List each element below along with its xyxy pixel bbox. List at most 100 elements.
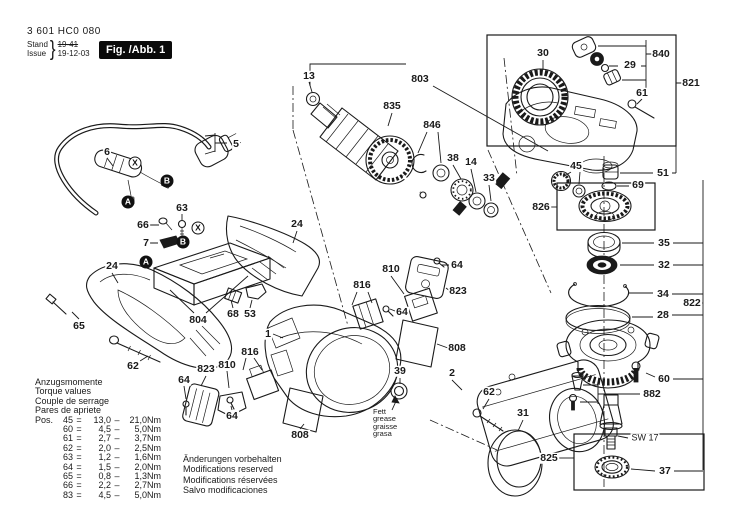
torque-max: 2,0Nm <box>134 461 161 472</box>
part-callout: 1 <box>264 327 272 340</box>
range-dash: – <box>114 414 120 425</box>
part-callout: 64 <box>450 258 464 271</box>
switch-module <box>153 242 271 306</box>
stator <box>476 359 614 467</box>
part-callout: 5 <box>232 137 240 150</box>
part-callout: 51 <box>656 166 670 179</box>
part-callout: 816 <box>352 278 372 291</box>
equals-sign: = <box>76 480 82 491</box>
power-cord <box>54 122 212 216</box>
torque-max: 1,3Nm <box>134 471 161 482</box>
torque-pos: 61 <box>62 433 73 444</box>
torque-row: Pos. 45 = 13,0 – 21,0Nm <box>35 414 161 425</box>
torque-pos-prefix <box>35 481 57 490</box>
brush-cluster-left <box>182 364 280 427</box>
part-callout: 63 <box>175 201 189 214</box>
torque-max: 3,7Nm <box>134 433 161 444</box>
label-plate-808-bottom <box>282 387 324 433</box>
part-callout: 810 <box>381 262 401 275</box>
part-callout: 62 <box>482 385 496 398</box>
grease-note-line: grasa <box>373 429 392 439</box>
grease-felt-39 <box>390 382 408 411</box>
part-callout: 846 <box>422 118 442 131</box>
torque-pos-prefix <box>35 444 57 453</box>
torque-row: 65 = 0,8 – 1,3Nm <box>35 471 161 482</box>
part-callout: 840 <box>651 47 671 60</box>
part-callout: 60 <box>657 372 671 385</box>
torque-min: 2,7 <box>98 433 111 444</box>
head-small-parts-840 <box>571 36 622 86</box>
torque-pos-prefix <box>35 491 57 500</box>
torque-max: 2,7Nm <box>134 480 161 491</box>
part-callout: 28 <box>656 308 670 321</box>
brace-glyph: } <box>49 36 56 61</box>
torque-pos-prefix: Pos. <box>35 414 54 425</box>
torque-row: 83 = 4,5 – 5,0Nm <box>35 490 161 500</box>
screw-62-left <box>108 335 161 363</box>
range-dash: – <box>114 442 120 453</box>
torque-pos-prefix <box>35 463 57 472</box>
gear-head-group-box <box>486 34 677 147</box>
part-callout: 45 <box>569 159 583 172</box>
torque-max: 21,0Nm <box>129 414 161 425</box>
handle-housing-upper <box>225 215 321 297</box>
note-line: Modifications réservées <box>183 474 278 485</box>
spindle <box>599 394 623 450</box>
screw-60 <box>631 361 641 383</box>
equals-sign: = <box>76 424 82 435</box>
equals-sign: = <box>76 452 82 463</box>
part-callout: 24 <box>105 259 119 272</box>
gear-head-housing <box>502 86 638 174</box>
torque-row: 60 = 4,5 – 5,0Nm <box>35 424 161 435</box>
part-callout: 803 <box>410 72 430 85</box>
equals-sign: = <box>76 442 82 453</box>
equals-sign: = <box>76 461 82 472</box>
torque-row: 62 = 2,0 – 2,5Nm <box>35 442 161 453</box>
screw-65 <box>45 293 67 315</box>
part-callout: 808 <box>447 341 467 354</box>
torque-max: 1,6Nm <box>134 452 161 463</box>
note-line: Salvo modificaciones <box>183 485 268 496</box>
equals-sign: = <box>76 414 82 425</box>
issue-label: Issue <box>27 49 47 58</box>
torque-pos-prefix <box>35 453 57 462</box>
torque-min: 0,8 <box>98 471 111 482</box>
part-callout: 13 <box>302 69 316 82</box>
torque-row: 61 = 2,7 – 3,7Nm <box>35 433 161 444</box>
assembly-marker: X <box>191 221 205 235</box>
part-callout: 31 <box>516 406 530 419</box>
part-callout: 808 <box>290 428 310 441</box>
torque-pos: 66 <box>62 480 73 491</box>
torque-max: 2,5Nm <box>134 442 161 453</box>
figure-label: Fig. /Abb. 1 <box>99 41 173 59</box>
part-callout: 823 <box>196 362 216 375</box>
part-callout: 30 <box>536 46 550 59</box>
note-line: Modifications reserved <box>183 464 274 475</box>
title-block: 3 601 HC0 080 Stand Issue } 19-41 19-12-… <box>27 26 101 61</box>
part-callout: 38 <box>446 151 460 164</box>
torque-min: 13,0 <box>93 414 111 425</box>
assembly-marker: A <box>121 195 135 209</box>
part-callout: 65 <box>72 319 86 332</box>
part-callout: 29 <box>623 58 637 71</box>
torque-pos: 60 <box>62 424 73 435</box>
assembly-marker: B <box>176 235 190 249</box>
part-callout: 32 <box>657 258 671 271</box>
torque-heading: Anzugsmomente <box>35 377 103 387</box>
torque-heading: Torque values <box>35 386 92 397</box>
bearing-32 <box>586 255 618 275</box>
torque-pos-prefix <box>35 434 57 443</box>
part-callout: 7 <box>142 236 150 249</box>
construction-lines <box>292 57 605 487</box>
grease-note-line: graisse <box>373 421 398 431</box>
torque-pos: 65 <box>62 471 73 482</box>
part-callout: 825 <box>539 451 559 464</box>
part-callout: 39 <box>393 364 407 377</box>
part-callout: 64 <box>395 305 409 318</box>
part-callout: 24 <box>290 217 304 230</box>
torque-heading: Couple de serrage <box>35 395 110 406</box>
range-dash: – <box>114 461 120 472</box>
part-callout: 64 <box>177 373 191 386</box>
